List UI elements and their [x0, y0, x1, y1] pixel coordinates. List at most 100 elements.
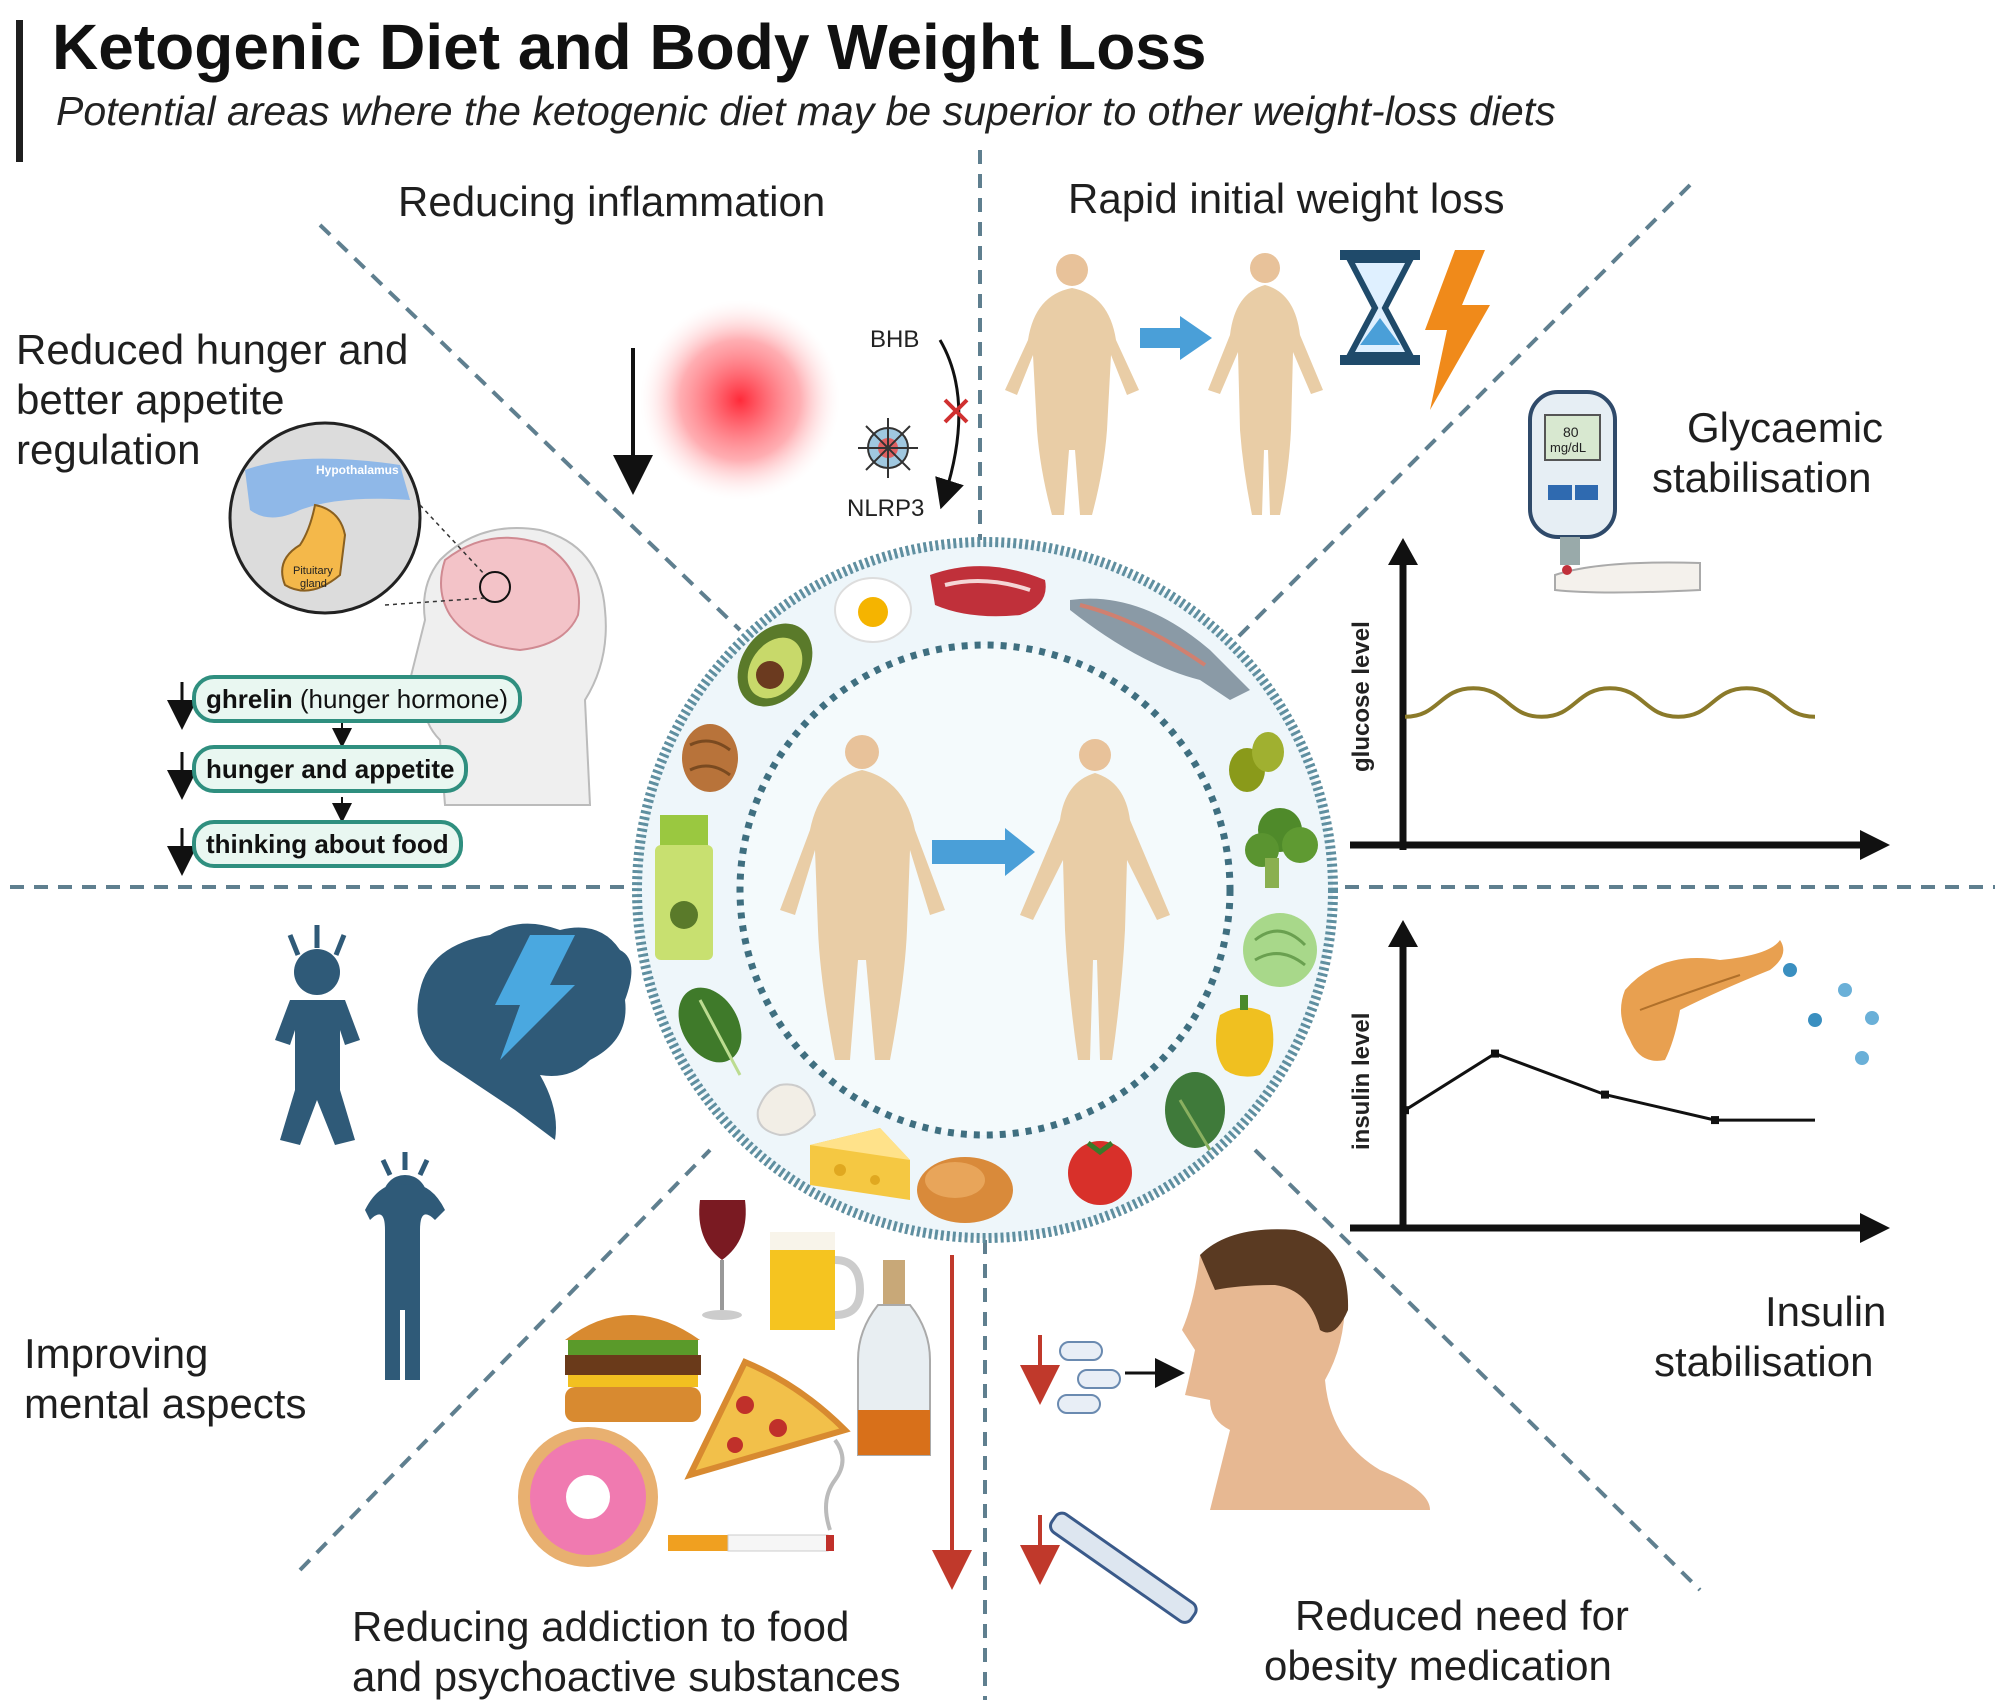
label-hunger-line3: regulation — [16, 426, 201, 473]
divider-bottom-left — [298, 1148, 712, 1572]
egg-icon — [834, 577, 912, 643]
donut-icon — [518, 1427, 658, 1567]
divider-lines — [10, 150, 1995, 1700]
glucose-y-arrowhead — [1388, 538, 1418, 565]
steak-icon — [930, 566, 1046, 617]
hypothalamus-label: Hypothalamus — [316, 463, 399, 477]
label-rapid-weight-loss: Rapid initial weight loss — [1068, 175, 1505, 222]
insulin-y-arrowhead — [1388, 920, 1418, 947]
olive-icon — [1229, 732, 1284, 792]
insulin-chart — [1350, 940, 1865, 1232]
glucose-curve — [1404, 686, 1816, 719]
food-ring — [655, 566, 1318, 1223]
hourglass-icon — [1340, 250, 1420, 365]
label-mental-line1: Improving — [24, 1330, 209, 1377]
fish-icon — [1070, 598, 1250, 700]
burger-icon — [565, 1315, 701, 1422]
nlrp3-label: NLRP3 — [847, 495, 925, 522]
garlic-icon — [756, 1083, 817, 1137]
label-addiction-line1: Reducing addiction to food — [352, 1603, 850, 1650]
insulin-axis-label: insulin level — [1348, 1012, 1375, 1150]
pizza-icon — [684, 1358, 851, 1480]
glucose-meter-value: 80 — [1563, 424, 1579, 440]
label-insulin-line2: stabilisation — [1654, 1338, 1874, 1385]
bell-pepper-icon — [1216, 995, 1274, 1077]
divider-top-right — [1233, 183, 1692, 642]
hunger-appetite-pill-bold: hunger and appetite — [206, 754, 455, 784]
ghrelin-pill-rest: (hunger hormone) — [292, 684, 509, 714]
hypothalamus-zoom-icon — [228, 421, 486, 615]
wine-glass-icon — [699, 1200, 746, 1320]
ghrelin-pill: ghrelin (hunger hormone) — [192, 675, 523, 723]
label-hunger-line1: Reduced hunger and — [16, 326, 409, 373]
label-medication-line2: obesity medication — [1264, 1642, 1612, 1689]
cheese-icon — [810, 1128, 910, 1200]
glucose-chart — [1350, 555, 1865, 850]
tomato-icon — [1068, 1141, 1132, 1205]
label-glycaemic-line1: Glycaemic — [1687, 404, 1884, 451]
rapid-body-after — [1208, 253, 1323, 515]
bottle-icon — [857, 1260, 931, 1456]
bhb-label: BHB — [870, 326, 920, 353]
divider-bottom-right — [1253, 1148, 1702, 1592]
glucose-meter-icon — [1528, 390, 1701, 594]
insulin-point — [1601, 1090, 1609, 1099]
distressed-person-icon — [365, 1152, 445, 1380]
lightning-icon — [1425, 250, 1490, 410]
rapid-body-before — [1005, 254, 1139, 515]
center-circle — [632, 537, 1338, 1243]
label-inflammation: Reducing inflammation — [398, 178, 826, 225]
pituitary-label-line2: gland — [300, 578, 327, 590]
label-hunger-line2: better appetite — [16, 376, 285, 423]
ghrelin-pill-bold: ghrelin — [206, 684, 293, 714]
chicken-icon — [917, 1157, 1013, 1223]
oil-bottle-icon — [655, 815, 713, 960]
hunger-down-arrows — [167, 682, 352, 876]
rapid-arrow-icon — [1140, 316, 1212, 360]
beer-mug-icon — [770, 1232, 865, 1330]
kale-icon — [1165, 1072, 1225, 1151]
label-mental-line2: mental aspects — [24, 1380, 307, 1427]
insulin-x-arrowhead — [1860, 1213, 1890, 1243]
center-body-before — [780, 735, 945, 1060]
injection-pen-icon — [1049, 1511, 1198, 1624]
man-head-icon — [1182, 1229, 1430, 1510]
pituitary-label-line1: Pituitary — [293, 565, 333, 577]
walnut-icon — [682, 724, 738, 792]
avocado-icon — [737, 623, 813, 707]
insulin-curve — [1404, 1051, 1815, 1122]
divider-top-left — [318, 223, 742, 632]
nlrp3-icon — [858, 418, 918, 478]
pills-icon — [1057, 1341, 1121, 1414]
broccoli-icon — [1245, 808, 1318, 888]
label-addiction-line2: and psychoactive substances — [352, 1653, 901, 1700]
center-arrow-icon — [932, 828, 1035, 876]
stressed-person-icon — [275, 925, 360, 1145]
spinach-icon — [678, 987, 742, 1076]
center-body-after — [1020, 739, 1170, 1060]
insulin-point — [1491, 1049, 1499, 1058]
head-silhouette — [408, 527, 607, 806]
page-title: Ketogenic Diet and Body Weight Loss — [52, 11, 1207, 83]
label-glycaemic-line2: stabilisation — [1652, 454, 1872, 501]
glucose-meter-unit: mg/dL — [1550, 440, 1587, 455]
cabbage-icon — [1243, 913, 1317, 987]
insulin-point — [1401, 1106, 1409, 1115]
brain-lightning-icon — [417, 923, 632, 1140]
glucose-axis-label: glucose level — [1348, 621, 1375, 772]
thinking-food-pill-bold: thinking about food — [206, 829, 449, 859]
label-insulin-line1: Insulin — [1765, 1288, 1887, 1335]
page-subtitle: Potential areas where the ketogenic diet… — [56, 88, 1556, 134]
insulin-point — [1711, 1116, 1719, 1125]
thinking-food-pill: thinking about food — [192, 820, 463, 868]
label-medication-line1: Reduced need for — [1295, 1592, 1629, 1639]
inflammation-glow-icon — [640, 300, 840, 500]
title-accent-bar — [16, 20, 23, 162]
pancreas-icon — [1621, 940, 1879, 1065]
glucose-x-arrowhead — [1860, 830, 1890, 860]
hunger-appetite-pill: hunger and appetite — [192, 745, 469, 793]
cigarette-icon — [668, 1438, 845, 1552]
inhibition-cross-icon — [943, 398, 969, 424]
